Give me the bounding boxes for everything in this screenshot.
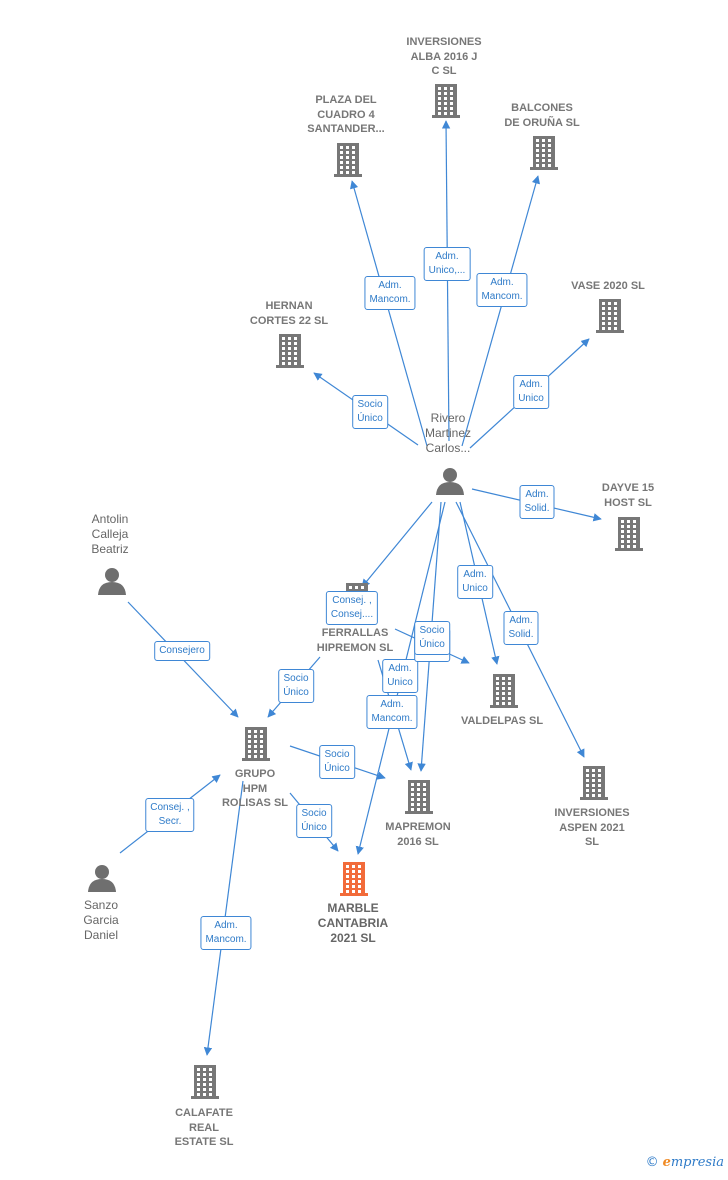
edge-label-antolin-to-grupo_hpm[interactable]: Consejero (154, 641, 210, 661)
node-label-sanzo[interactable]: Sanzo Garcia Daniel (83, 898, 119, 942)
node-label-antolin[interactable]: Antolin Calleja Beatriz (91, 512, 129, 556)
building-icon[interactable] (596, 299, 624, 333)
edge-label-rivero-to-dayve[interactable]: Adm. Solid. (519, 485, 555, 519)
edge-label-rivero-to-balcones[interactable]: Adm. Mancom. (476, 273, 528, 307)
node-label-plaza_cuadro[interactable]: PLAZA DEL CUADRO 4 SANTANDER... (307, 94, 385, 135)
edge-rivero-to-inversiones_alba (441, 120, 451, 442)
edge-label-ferrallas-to-mapremon[interactable]: Socio Único (414, 621, 450, 655)
edge-label-rivero-to-marble[interactable]: Adm. Mancom. (366, 695, 418, 729)
building-icon[interactable] (580, 766, 608, 800)
node-label-balcones[interactable]: BALCONES DE ORUÑA SL (504, 102, 580, 129)
footer-brand[interactable]: ©empresia (646, 1155, 724, 1170)
node-label-hernan[interactable]: HERNAN CORTES 22 SL (249, 300, 329, 327)
person-icon[interactable] (88, 865, 116, 892)
edge-rivero-to-ferrallas (361, 501, 433, 588)
brand-name: mpresia (670, 1155, 724, 1170)
node-label-marble[interactable]: MARBLE CANTABRIA 2021 SL (317, 901, 389, 945)
edge-label-rivero-to-ferrallas[interactable]: Consej. , Consej.... (325, 591, 379, 625)
node-label-dayve[interactable]: DAYVE 15 HOST SL (601, 482, 655, 509)
node-label-grupo_hpm[interactable]: GRUPO HPM ROLISAS SL (221, 768, 289, 809)
building-icon[interactable] (530, 136, 558, 170)
edge-label-rivero-to-inversiones_aspen[interactable]: Adm. Solid. (503, 611, 539, 645)
building-icon[interactable] (432, 84, 460, 118)
edge-label-grupo_hpm-to-mapremon[interactable]: Socio Único (319, 745, 355, 779)
edge-label-rivero-to-valdelpas[interactable]: Adm. Unico (457, 565, 493, 599)
building-icon[interactable] (490, 674, 518, 708)
node-label-rivero[interactable]: Rivero Martinez Carlos... (424, 411, 472, 455)
edge-rivero-to-balcones (461, 175, 540, 447)
edge-rivero-to-plaza_cuadro (350, 180, 428, 447)
edge-label-grupo_hpm-to-calafate[interactable]: Adm. Mancom. (200, 916, 252, 950)
person-icon[interactable] (98, 568, 126, 595)
building-icon[interactable] (276, 334, 304, 368)
edge-label-ferrallas-to-grupo_hpm[interactable]: Socio Único (278, 669, 314, 703)
brand-initial: e (662, 1155, 671, 1170)
edge-label-sanzo-to-grupo_hpm[interactable]: Consej. , Secr. (145, 798, 195, 832)
node-label-mapremon[interactable]: MAPREMON 2016 SL (385, 821, 451, 848)
edge-label-rivero-to-vase[interactable]: Adm. Unico (513, 375, 549, 409)
edge-label-rivero-to-mapremon[interactable]: Adm. Unico (382, 659, 418, 693)
building-icon[interactable] (242, 727, 270, 761)
node-label-calafate[interactable]: CALAFATE REAL ESTATE SL (174, 1107, 234, 1148)
copyright-symbol: © (645, 1155, 659, 1170)
edge-label-rivero-to-plaza_cuadro[interactable]: Adm. Mancom. (364, 276, 416, 310)
edge-label-rivero-to-inversiones_alba[interactable]: Adm. Unico,... (423, 247, 471, 281)
edge-label-grupo_hpm-to-marble[interactable]: Socio Único (296, 804, 332, 838)
node-label-inversiones_alba[interactable]: INVERSIONES ALBA 2016 J C SL (406, 36, 482, 77)
building-icon[interactable] (405, 780, 433, 814)
node-label-inversiones_aspen[interactable]: INVERSIONES ASPEN 2021 SL (554, 807, 630, 848)
building-icon[interactable] (340, 862, 368, 896)
edge-label-rivero-to-hernan[interactable]: Socio Único (352, 395, 388, 429)
building-icon[interactable] (615, 517, 643, 551)
node-label-ferrallas[interactable]: FERRALLAS HIPREMON SL (316, 627, 394, 654)
node-label-valdelpas[interactable]: VALDELPAS SL (460, 715, 544, 727)
building-icon[interactable] (334, 143, 362, 177)
building-icon[interactable] (191, 1065, 219, 1099)
person-icon[interactable] (436, 468, 464, 495)
node-label-vase[interactable]: VASE 2020 SL (571, 280, 645, 292)
